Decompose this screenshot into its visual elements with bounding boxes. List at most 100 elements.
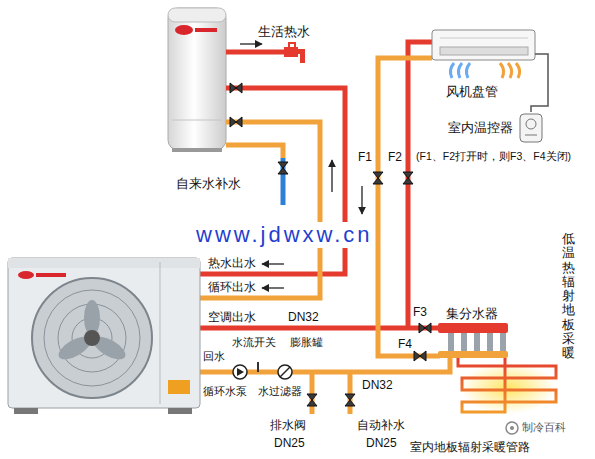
vertical-caption: 低温热辐射地板采暖	[562, 232, 575, 361]
thermostat-box: 室内温控器	[446, 112, 546, 144]
node-label: 室内温控器	[448, 120, 513, 136]
fan-coil-unit	[500, 63, 520, 78]
manifold	[487, 333, 493, 351]
valve-symbol	[414, 351, 426, 361]
heat-pump-unit	[8, 258, 200, 414]
water-tank	[195, 28, 217, 32]
heat-pump-unit	[44, 290, 140, 386]
pipe-label: 回水	[203, 350, 225, 363]
pipe-network	[226, 145, 283, 158]
pump-and-filter	[233, 362, 292, 379]
manifold	[474, 333, 480, 351]
part-label: 水过滤器	[258, 385, 302, 398]
thermostat-icon	[520, 114, 542, 142]
heat-pump-unit	[84, 330, 100, 346]
pump-and-filter	[237, 368, 244, 376]
pipe-size: DN25	[274, 436, 305, 450]
water-tank	[172, 120, 222, 121]
heat-pump-unit	[160, 262, 161, 404]
valve-tag: F1	[358, 150, 372, 164]
part-label: 室内地板辐射采暖管路	[410, 440, 530, 454]
heat-pump-unit	[14, 408, 38, 414]
watermark-icon	[510, 426, 514, 430]
pipe-size: DN32	[362, 378, 393, 392]
manifold	[438, 351, 508, 358]
pipe-network	[408, 42, 432, 328]
pump-and-filter	[278, 365, 292, 379]
part-label: 水流开关	[232, 336, 276, 349]
manifold	[438, 323, 508, 358]
pipe-network	[200, 122, 320, 298]
valve-symbol	[419, 323, 431, 333]
pipe-network	[310, 372, 315, 414]
flow-arrow	[240, 43, 262, 44]
valve-note: (F1、F2打开时，则F3、F4关闭)	[416, 150, 571, 163]
manifold	[461, 333, 467, 351]
flow-arrow	[361, 186, 362, 214]
valve-tag: F2	[388, 150, 402, 164]
fan-coil-unit	[432, 30, 535, 60]
pipe-size: DN32	[288, 310, 319, 324]
faucet	[296, 49, 305, 63]
valve-symbol	[230, 83, 242, 93]
watermark: 制冷百科	[522, 421, 566, 434]
watermark-icon	[506, 422, 518, 434]
pipe-label: 空调出水	[208, 310, 256, 324]
floor-heating-coil	[458, 358, 556, 412]
pipe-label: 循环出水	[208, 280, 256, 294]
watermark-icon	[506, 422, 518, 434]
manifold	[500, 333, 506, 351]
water-tank	[168, 8, 226, 152]
manifold	[438, 323, 508, 333]
heat-pump-unit	[168, 380, 190, 394]
pipe-size: DN25	[366, 436, 397, 450]
pump-and-filter	[280, 367, 290, 377]
fan-coil-unit	[432, 30, 540, 78]
valve-symbol	[230, 117, 242, 127]
pipe-network	[226, 50, 286, 55]
pipe-label: 热水出水	[208, 256, 256, 270]
pipe-network	[348, 372, 353, 414]
faucet	[284, 43, 305, 63]
part-label: 排水阀	[270, 418, 306, 432]
part-label: 自动补水	[357, 418, 405, 432]
node-label: 风机盘管	[446, 84, 498, 100]
heat-pump-unit	[8, 258, 200, 408]
fan-coil-unit	[450, 63, 470, 78]
floor-heating-coil	[458, 358, 556, 414]
heat-pump-unit	[8, 258, 200, 268]
manifold	[448, 333, 454, 351]
thermostat-wire	[531, 54, 548, 112]
valve-tag: F3	[413, 305, 427, 319]
water-tank	[168, 8, 226, 22]
pipe-network	[200, 326, 440, 331]
floor-heating-coil	[460, 362, 556, 414]
part-label: 膨胀罐	[290, 336, 323, 349]
flow-arrow	[262, 263, 284, 264]
flow-arrow	[331, 160, 332, 192]
heat-pump-unit	[18, 271, 34, 279]
part-label: 循环水泵	[203, 385, 247, 398]
valve-symbol	[345, 394, 355, 406]
pipe-network	[378, 58, 440, 356]
thermostat-icon	[525, 135, 537, 136]
thermostat-icon	[526, 119, 536, 129]
heat-pump-unit	[36, 273, 66, 277]
faucet	[284, 47, 298, 57]
valve-symbol	[307, 394, 317, 406]
faucet	[289, 43, 295, 47]
fan-coil-box: 风机盘管	[428, 24, 540, 102]
flow-arrow	[240, 44, 362, 288]
pump-and-filter	[233, 365, 247, 379]
valve-tag: F4	[398, 337, 412, 351]
water-tank	[168, 8, 226, 150]
thermostat-icon	[520, 114, 542, 142]
outlet-label: 生活热水	[258, 24, 310, 40]
heat-pump-unit	[32, 278, 152, 398]
fan-coil-unit	[440, 38, 528, 39]
water-tank	[175, 25, 193, 35]
valve-symbol	[278, 162, 288, 174]
fan-coil-unit	[535, 53, 540, 55]
fan-coil-unit	[440, 47, 528, 55]
